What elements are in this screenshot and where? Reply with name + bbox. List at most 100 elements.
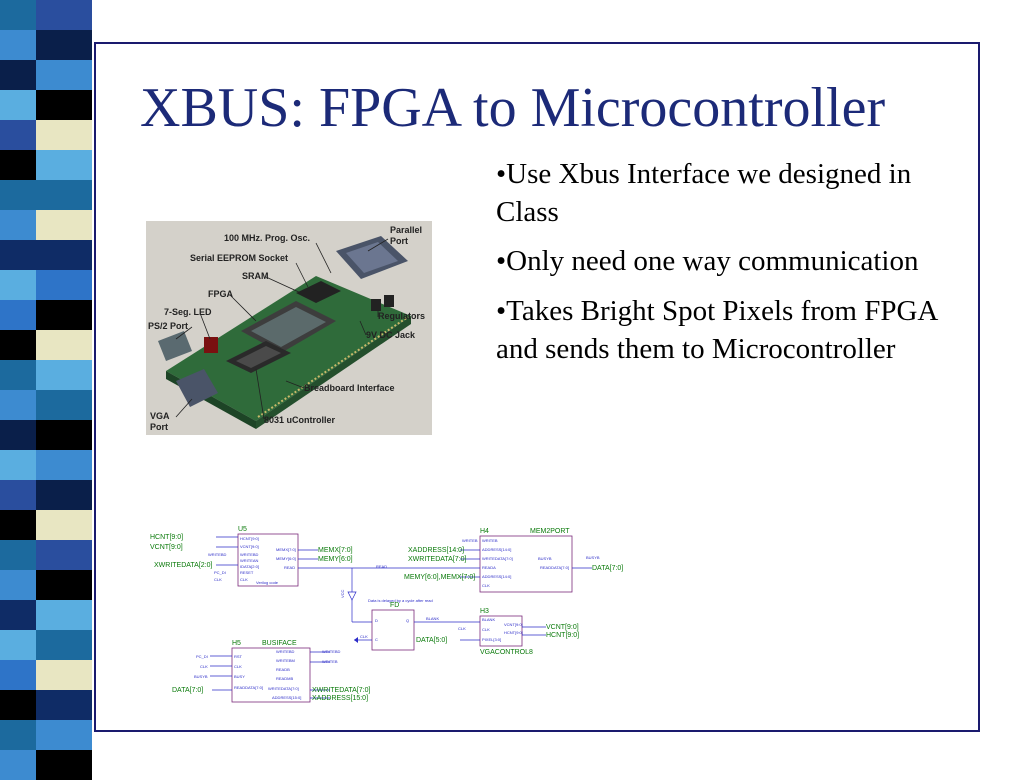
photo-label-vga-port: Port bbox=[150, 422, 168, 432]
h5-pin: WRITEDATA[7:0] bbox=[268, 686, 299, 691]
h5-pin: BUSY bbox=[234, 674, 245, 679]
stripe-segment bbox=[0, 120, 36, 150]
h3-pin: CLK bbox=[482, 627, 490, 632]
buffer-icon bbox=[347, 591, 357, 601]
slide-frame bbox=[94, 42, 980, 732]
board-photo: 100 MHz. Prog. Osc. Parallel Port Serial… bbox=[146, 221, 432, 435]
photo-label-breadboard: Breadboard Interface bbox=[304, 383, 395, 393]
slide-title: XBUS: FPGA to Microcontroller bbox=[140, 77, 886, 139]
arrow-icon bbox=[354, 637, 358, 643]
u5-input-hcnt: HCNT[9:0] bbox=[150, 534, 183, 541]
photo-label-ps2: PS/2 Port bbox=[148, 321, 188, 331]
h5-pin: ADDRESS[15:0] bbox=[272, 695, 301, 700]
fd-pin: Q bbox=[406, 618, 409, 623]
stripe-segment bbox=[0, 390, 36, 420]
h4-output-data: DATA[7:0] bbox=[592, 565, 623, 572]
h3-input-data: DATA[5:0] bbox=[416, 637, 447, 644]
h4-input-xwritedata: XWRITEDATA[7:0] bbox=[408, 556, 467, 563]
stripe-segment bbox=[36, 360, 92, 390]
stripe-segment bbox=[0, 570, 36, 600]
h5-block bbox=[231, 647, 311, 703]
stripe-segment bbox=[0, 540, 36, 570]
h5-right-label: WRITEBD bbox=[322, 649, 341, 654]
h5-pin: CLK bbox=[234, 664, 242, 669]
h5-input-data: DATA[7:0] bbox=[172, 687, 203, 694]
u5-output-memx: MEMX[7:0] bbox=[318, 547, 353, 554]
u5-name: U5 bbox=[238, 526, 247, 533]
h4-label: MEM2PORT bbox=[530, 528, 570, 535]
stripe-segment bbox=[36, 390, 92, 420]
stripe-segment bbox=[36, 30, 92, 60]
frame-left-edge bbox=[94, 42, 96, 732]
stripe-segment bbox=[36, 540, 92, 570]
h4-pin: READA bbox=[482, 565, 496, 570]
stripe-segment bbox=[0, 660, 36, 690]
u5-pin: READ bbox=[284, 565, 295, 570]
u5-pin: CLK bbox=[240, 577, 248, 582]
fd-pin: D bbox=[375, 618, 378, 623]
u5-pin: VCNT[9:0] bbox=[240, 544, 259, 549]
h5-label: BUSIFACE bbox=[262, 640, 297, 647]
h3-pin: PIXEL[3:0] bbox=[482, 637, 501, 642]
h4-pin: WRITEB bbox=[482, 538, 498, 543]
h4-input-xaddress: XADDRESS[14:0] bbox=[408, 547, 464, 554]
h5-left-label: PC_DI bbox=[196, 654, 208, 659]
stripe-segment bbox=[0, 690, 36, 720]
fd-blank: BLANK bbox=[426, 616, 439, 621]
stripe-segment bbox=[36, 120, 92, 150]
photo-label-parallel: Parallel bbox=[390, 225, 422, 235]
stripe-segment bbox=[36, 60, 92, 90]
stripe-segment bbox=[36, 510, 92, 540]
bullet-item: •Takes Bright Spot Pixels from FPGA and … bbox=[496, 295, 937, 365]
u5-input-vcnt: VCNT[9:0] bbox=[150, 544, 183, 551]
stripe-segment bbox=[0, 420, 36, 450]
h5-pin: RST bbox=[234, 654, 243, 659]
h3-pin: VCNT[9:0] bbox=[504, 622, 523, 627]
h4-block bbox=[479, 535, 573, 593]
stripe-segment bbox=[0, 180, 36, 210]
vdd-label: VCC bbox=[340, 589, 345, 598]
photo-label-ucontroller: 8031 uController bbox=[264, 415, 336, 425]
stripe-segment bbox=[36, 660, 92, 690]
u5-pin: MEMY[6:0] bbox=[276, 556, 296, 561]
stripe-segment bbox=[36, 240, 92, 270]
h4-pin: WRITEDATA[7:0] bbox=[482, 556, 513, 561]
h3-pin: HCNT[9:0] bbox=[504, 630, 523, 635]
h4-pin: BUSYB bbox=[538, 556, 552, 561]
photo-label-fpga: FPGA bbox=[208, 289, 234, 299]
u5-input-wdata: XWRITEDATA[2:0] bbox=[154, 562, 213, 569]
stripe-segment bbox=[0, 600, 36, 630]
h4-pin: ADDRESS[14:0] bbox=[482, 547, 511, 552]
stripe-segment bbox=[0, 150, 36, 180]
stripe-segment bbox=[0, 750, 36, 780]
h3-label: VGACONTROL8 bbox=[480, 649, 533, 656]
u5-pin: HCNT[9:0] bbox=[240, 536, 259, 541]
h4-left-label: WRITEB bbox=[462, 538, 478, 543]
u5-block bbox=[237, 533, 299, 587]
stripe-segment bbox=[36, 480, 92, 510]
stripe-segment bbox=[36, 150, 92, 180]
h5-output-addr: XADDRESS[15:0] bbox=[312, 695, 368, 702]
stripe-segment bbox=[0, 330, 36, 360]
u5-pin: MEMX[7:0] bbox=[276, 547, 296, 552]
stripe-segment bbox=[36, 420, 92, 450]
stripe-segment bbox=[36, 330, 92, 360]
h5-pin: READMB bbox=[276, 676, 293, 681]
stripe-segment bbox=[36, 600, 92, 630]
h4-right-label: BUSYB bbox=[586, 555, 600, 560]
stripe-segment bbox=[36, 210, 92, 240]
stripe-segment bbox=[36, 270, 92, 300]
stripe-segment bbox=[36, 450, 92, 480]
h4-input-mem: MEMY[6:0],MEMX[7:0] bbox=[404, 574, 475, 581]
h5-left-label: BUSYB bbox=[194, 674, 208, 679]
h5-pin: WRITEBM bbox=[276, 658, 295, 663]
h3-block bbox=[479, 615, 523, 647]
stripe-segment bbox=[0, 90, 36, 120]
photo-label-osc: 100 MHz. Prog. Osc. bbox=[224, 233, 310, 243]
stripe-segment bbox=[36, 690, 92, 720]
read-label: READ bbox=[376, 564, 387, 569]
stripe-segment bbox=[0, 300, 36, 330]
stripe-segment bbox=[36, 300, 92, 330]
schematic-diagram: HCNT[9:0] VCNT[9:0] XWRITEDATA[2:0] MEMX… bbox=[150, 526, 623, 703]
stripe-segment bbox=[0, 210, 36, 240]
